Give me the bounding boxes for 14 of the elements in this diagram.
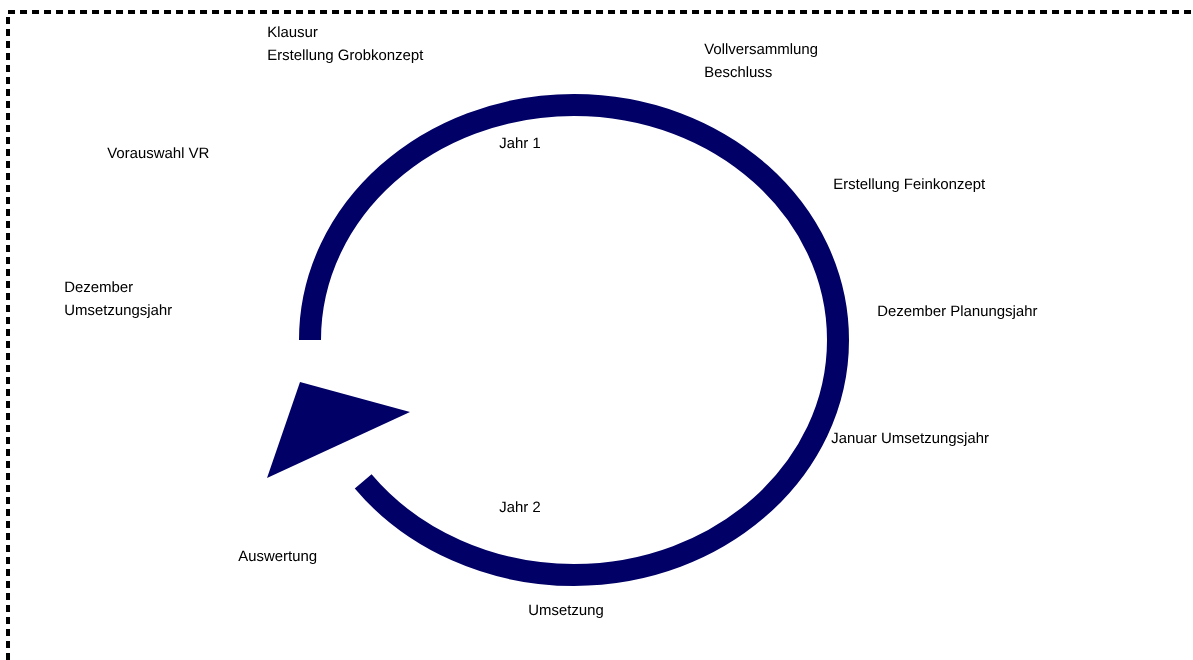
label: Erstellung Grobkonzept (268, 49, 424, 64)
label: Januar Umsetzungsjahr (831, 432, 989, 447)
label: Vorauswahl VR (107, 147, 209, 159)
label: Dezember (65, 281, 133, 293)
label: Klausur (268, 26, 318, 38)
label: Erstellung Feinkonzept (834, 178, 986, 193)
label: Auswertung (238, 550, 317, 565)
label: Dezember Planungsjahr (878, 305, 1038, 320)
label: Vollversammlung (704, 43, 817, 58)
label: Jahr 2 (499, 501, 540, 513)
label: Jahr 1 (499, 137, 540, 149)
label: Umsetzung (529, 604, 603, 619)
label: Umsetzungsjahr (65, 304, 172, 319)
label: Beschluss (705, 66, 772, 78)
